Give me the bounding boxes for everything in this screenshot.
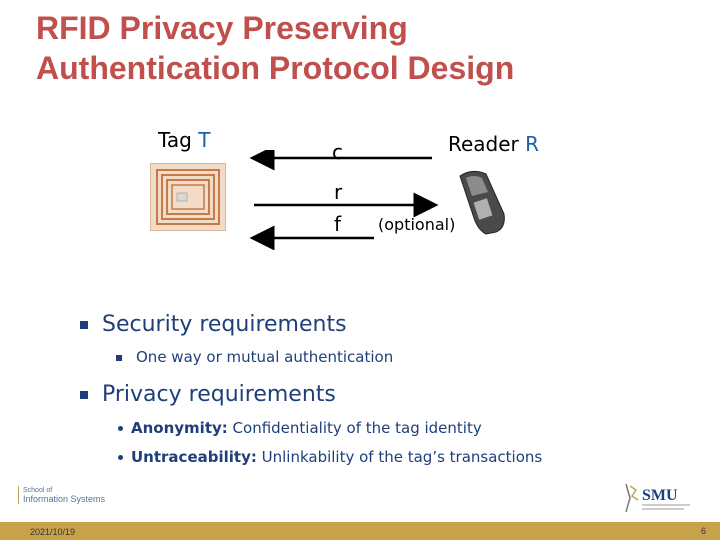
square-bullet-icon xyxy=(116,354,122,361)
message-r: r xyxy=(334,180,343,204)
slide-title: RFID Privacy Preserving Authentication P… xyxy=(36,8,676,88)
square-bullet-icon xyxy=(80,391,88,399)
slide-title-line1: RFID Privacy Preserving xyxy=(36,10,408,46)
smu-logo: SMU xyxy=(620,480,710,521)
message-c: c xyxy=(332,140,343,164)
dot-bullet-icon xyxy=(118,426,123,431)
bullet-security: Security requirements xyxy=(80,312,347,337)
slide-title-line2: Authentication Protocol Design xyxy=(36,50,515,86)
tag-variable: T xyxy=(198,128,211,152)
rfid-tag-image xyxy=(150,163,226,231)
dot-bullet-icon xyxy=(118,455,123,460)
tag-label: Tag T xyxy=(158,128,211,152)
rfid-reader-image xyxy=(452,166,512,243)
bullet-privacy: Privacy requirements xyxy=(80,382,336,407)
reader-variable: R xyxy=(525,132,540,156)
bullet-anonymity: Anonymity: Confidentiality of the tag id… xyxy=(118,419,482,437)
footer-date: 2021/10/19 xyxy=(30,527,76,537)
message-f: f xyxy=(334,212,342,236)
school-logo: School of Information Systems xyxy=(18,486,105,504)
smu-logo-text: SMU xyxy=(642,487,678,504)
bullet-security-sub: One way or mutual authentication xyxy=(116,348,393,366)
bullet-untraceability: Untraceability: Unlinkability of the tag… xyxy=(118,448,542,466)
optional-label: (optional) xyxy=(378,215,456,234)
reader-label: Reader R xyxy=(448,132,540,156)
page-number: 6 xyxy=(700,526,706,536)
message-arrows xyxy=(249,150,439,250)
footer-bar: 2021/10/19 6 xyxy=(0,522,720,540)
square-bullet-icon xyxy=(80,321,88,329)
